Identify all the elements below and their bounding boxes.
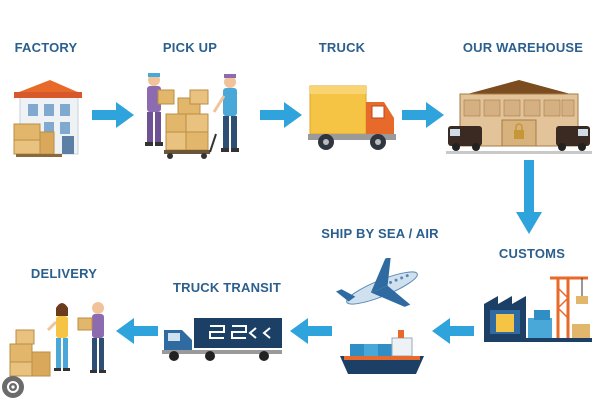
arrow-left-icon	[290, 318, 332, 344]
stage-label-warehouse: OUR WAREHOUSE	[462, 40, 584, 55]
stage-label-ship: SHIP BY SEA / AIR	[321, 226, 439, 241]
stage-label-factory: FACTORY	[14, 40, 78, 55]
stage-label-delivery: DELIVERY	[30, 266, 98, 281]
plane-ship-icon	[336, 258, 424, 374]
stage-label-customs: CUSTOMS	[498, 246, 566, 261]
arrow-down-icon	[516, 160, 542, 234]
workers-boxes-icon	[145, 73, 239, 159]
lens-icon[interactable]	[2, 376, 24, 398]
arrow-right-icon	[92, 102, 134, 128]
arrow-right-icon	[260, 102, 302, 128]
stage-label-truck: TRUCK	[318, 40, 366, 55]
stage-label-pickup: PICK UP	[162, 40, 218, 55]
stage-label-transit: TRUCK TRANSIT	[172, 280, 282, 295]
truck-icon	[308, 85, 396, 150]
arrow-right-icon	[402, 102, 444, 128]
port-crane-icon	[484, 276, 592, 342]
delivery-people-icon	[9, 302, 106, 377]
warehouse-icon	[446, 80, 592, 154]
factory-icon	[13, 80, 82, 157]
arrow-left-icon	[432, 318, 474, 344]
semi-truck-icon	[162, 318, 282, 361]
arrow-left-icon	[116, 318, 158, 344]
